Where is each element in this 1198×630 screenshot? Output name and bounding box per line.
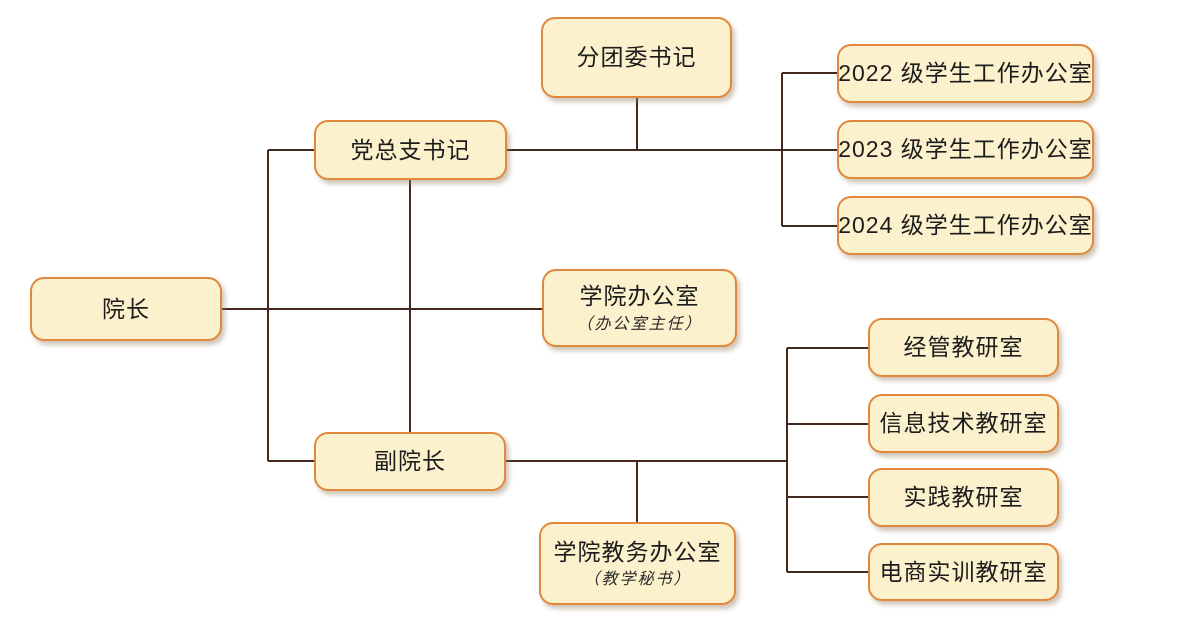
org-node-label: 实践教研室 xyxy=(903,484,1024,511)
org-node-dean: 院长 xyxy=(30,277,222,341)
org-node-label: 党总支书记 xyxy=(350,136,471,163)
org-node-label: 2023 级学生工作办公室 xyxy=(838,136,1093,163)
org-node-sublabel: （教学秘书） xyxy=(583,569,692,589)
org-node-practice-office: 实践教研室 xyxy=(868,468,1059,527)
org-node-label: 经管教研室 xyxy=(903,334,1024,361)
org-node-label: 分团委书记 xyxy=(576,44,697,71)
org-node-grade2023-office: 2023 级学生工作办公室 xyxy=(837,120,1094,179)
org-node-label: 副院长 xyxy=(374,448,446,475)
org-node-youth-league-secretary: 分团委书记 xyxy=(541,17,732,98)
org-node-label: 电商实训教研室 xyxy=(879,558,1048,585)
org-node-party-secretary: 党总支书记 xyxy=(314,120,507,180)
org-node-sublabel: （办公室主任） xyxy=(576,313,703,333)
org-node-vice-dean: 副院长 xyxy=(314,432,506,491)
org-node-label: 2022 级学生工作办公室 xyxy=(838,60,1093,87)
org-node-label: 学院教务办公室 xyxy=(553,538,722,565)
org-node-ecommerce-training-office: 电商实训教研室 xyxy=(868,543,1059,601)
org-node-grade2022-office: 2022 级学生工作办公室 xyxy=(837,44,1094,103)
org-node-econ-mgmt-office: 经管教研室 xyxy=(868,318,1059,377)
org-node-label: 学院办公室 xyxy=(579,283,700,310)
org-node-grade2024-office: 2024 级学生工作办公室 xyxy=(837,196,1094,255)
org-node-college-office: 学院办公室 （办公室主任） xyxy=(542,269,737,347)
org-node-label: 2024 级学生工作办公室 xyxy=(838,212,1093,239)
org-node-label: 信息技术教研室 xyxy=(879,410,1048,437)
org-node-label: 院长 xyxy=(102,295,150,322)
org-node-academic-affairs-office: 学院教务办公室 （教学秘书） xyxy=(539,522,736,605)
org-node-info-tech-office: 信息技术教研室 xyxy=(868,394,1059,453)
